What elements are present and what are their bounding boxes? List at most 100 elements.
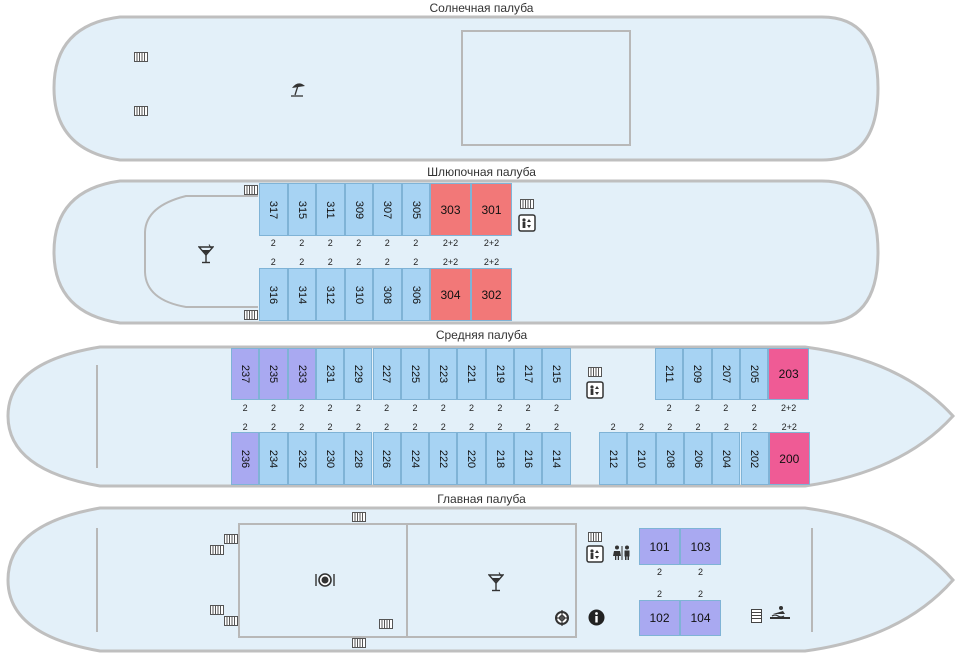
cabin-102[interactable]: 102 <box>639 600 680 636</box>
cabin-314[interactable]: 314 <box>287 268 316 321</box>
cabin-number: 226 <box>380 449 393 468</box>
cabin-number: 104 <box>690 611 711 625</box>
cabin-number: 307 <box>381 200 394 219</box>
cabin-103[interactable]: 103 <box>680 528 721 565</box>
cabin-number: 306 <box>409 285 422 304</box>
cabin-capacity: 2 <box>667 422 673 432</box>
cabin-200[interactable]: 200 <box>768 432 810 485</box>
cabin-number: 304 <box>440 287 461 302</box>
cabin-number: 212 <box>607 449 620 468</box>
cabin-capacity: 2 <box>270 238 276 248</box>
stairs-icon <box>352 512 366 522</box>
cabin-capacity: 2 <box>412 403 418 413</box>
stairs-icon <box>352 638 366 648</box>
cabin-228[interactable]: 228 <box>344 432 373 485</box>
cabin-216[interactable]: 216 <box>514 432 543 485</box>
cabin-214[interactable]: 214 <box>542 432 571 485</box>
sauna-icon <box>769 605 791 621</box>
cabin-225[interactable]: 225 <box>400 348 430 400</box>
cabin-315[interactable]: 315 <box>287 183 316 236</box>
cabin-312[interactable]: 312 <box>316 268 345 321</box>
cabin-222[interactable]: 222 <box>429 432 458 485</box>
cabin-223[interactable]: 223 <box>429 348 458 400</box>
cabin-capacity: 2 <box>723 403 729 413</box>
cabin-211[interactable]: 211 <box>655 348 684 400</box>
cabin-205[interactable]: 205 <box>739 348 769 400</box>
cabin-203[interactable]: 203 <box>768 348 810 400</box>
cabin-235[interactable]: 235 <box>259 348 288 400</box>
cabin-capacity: 2 <box>412 422 418 432</box>
cabin-237[interactable]: 237 <box>231 348 260 400</box>
cabin-308[interactable]: 308 <box>373 268 402 321</box>
cabin-number: 207 <box>719 364 732 384</box>
cabin-218[interactable]: 218 <box>485 432 514 485</box>
cabin-229[interactable]: 229 <box>344 348 373 400</box>
cabin-capacity: 2 <box>355 403 361 413</box>
cabin-234[interactable]: 234 <box>259 432 288 485</box>
cabin-207[interactable]: 207 <box>711 348 740 400</box>
cabin-number: 311 <box>324 200 337 219</box>
cabin-204[interactable]: 204 <box>712 432 741 485</box>
cabin-101[interactable]: 101 <box>639 528 680 565</box>
cabin-303[interactable]: 303 <box>430 183 471 236</box>
cabin-224[interactable]: 224 <box>400 432 430 485</box>
cabin-310[interactable]: 310 <box>344 268 373 321</box>
cabin-number: 210 <box>635 449 648 468</box>
cabin-233[interactable]: 233 <box>287 348 316 400</box>
cabin-317[interactable]: 317 <box>259 183 288 236</box>
cabin-number: 305 <box>409 200 422 219</box>
cabin-number: 230 <box>324 449 337 468</box>
cabin-206[interactable]: 206 <box>683 432 713 485</box>
cabin-number: 303 <box>440 202 461 217</box>
cabin-number: 308 <box>381 285 394 304</box>
cabin-209[interactable]: 209 <box>683 348 712 400</box>
cabin-number: 222 <box>437 449 450 468</box>
cabin-number: 103 <box>690 539 711 554</box>
cabin-217[interactable]: 217 <box>514 348 543 400</box>
cabin-capacity: 2 <box>656 567 662 577</box>
cabin-311[interactable]: 311 <box>316 183 345 236</box>
cabin-301[interactable]: 301 <box>471 183 512 236</box>
cabin-236[interactable]: 236 <box>231 432 260 485</box>
cabin-208[interactable]: 208 <box>655 432 684 485</box>
cabin-capacity: 2+2 <box>781 403 797 413</box>
cabin-number: 301 <box>481 202 502 217</box>
shelf-icon <box>751 609 762 623</box>
cabin-capacity: 2+2 <box>483 257 500 267</box>
cabin-210[interactable]: 210 <box>627 432 656 485</box>
cabin-231[interactable]: 231 <box>315 348 345 400</box>
cabin-304[interactable]: 304 <box>430 268 471 321</box>
cabin-302[interactable]: 302 <box>471 268 512 321</box>
cabin-306[interactable]: 306 <box>401 268 430 321</box>
cabin-309[interactable]: 309 <box>344 183 373 236</box>
cabin-220[interactable]: 220 <box>457 432 486 485</box>
cabin-226[interactable]: 226 <box>372 432 401 485</box>
cabin-221[interactable]: 221 <box>457 348 486 400</box>
stairs-icon <box>379 619 393 629</box>
cabin-104[interactable]: 104 <box>680 600 721 636</box>
cabin-202[interactable]: 202 <box>740 432 769 485</box>
cabin-capacity: 2+2 <box>483 238 500 248</box>
boat-deck-lounge <box>144 195 258 308</box>
cabin-316[interactable]: 316 <box>259 268 288 321</box>
cabin-number: 316 <box>267 285 280 304</box>
cocktail-bar-icon <box>488 572 504 592</box>
restaurant-icon <box>314 572 336 588</box>
cabin-212[interactable]: 212 <box>599 432 628 485</box>
cabin-305[interactable]: 305 <box>401 183 430 236</box>
cabin-capacity: 2 <box>413 238 419 248</box>
cabin-307[interactable]: 307 <box>373 183 402 236</box>
cabin-capacity: 2 <box>355 422 361 432</box>
cabin-230[interactable]: 230 <box>315 432 345 485</box>
cabin-number: 317 <box>267 200 280 219</box>
cabin-232[interactable]: 232 <box>287 432 316 485</box>
cabin-227[interactable]: 227 <box>372 348 401 400</box>
cabin-capacity: 2 <box>356 238 362 248</box>
info-icon <box>588 609 605 626</box>
cabin-number: 233 <box>295 364 308 384</box>
cabin-219[interactable]: 219 <box>485 348 514 400</box>
cabin-number: 221 <box>465 364 478 384</box>
cabin-number: 220 <box>465 449 478 468</box>
cabin-number: 206 <box>692 449 705 468</box>
cabin-215[interactable]: 215 <box>542 348 571 400</box>
